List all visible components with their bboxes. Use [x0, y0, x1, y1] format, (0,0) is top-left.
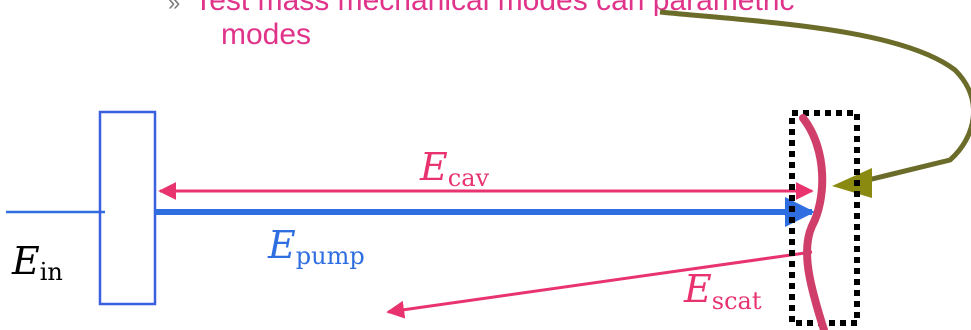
- bullet-text-line-1: » Test mass mechanical modes can parametr…: [168, 0, 794, 20]
- label-e-pump: Epump: [267, 223, 365, 270]
- label-e-in: Ein: [11, 239, 63, 286]
- scattered-field-arrow: [386, 250, 813, 319]
- bullet-text-line-2: modes: [221, 18, 312, 51]
- input-mirror: [98, 110, 157, 306]
- olive-feedback-arrow: [659, 9, 971, 183]
- test-mass-mode-shape: [799, 114, 828, 330]
- label-e-cav: Ecav: [419, 145, 490, 192]
- olive-arrowhead: [832, 168, 872, 198]
- bullet-marker: »: [168, 0, 181, 15]
- bullet-text: Test mass mechanical modes can parametri…: [194, 0, 795, 17]
- test-mass-outline: [789, 110, 860, 326]
- label-e-scat: Escat: [683, 267, 762, 315]
